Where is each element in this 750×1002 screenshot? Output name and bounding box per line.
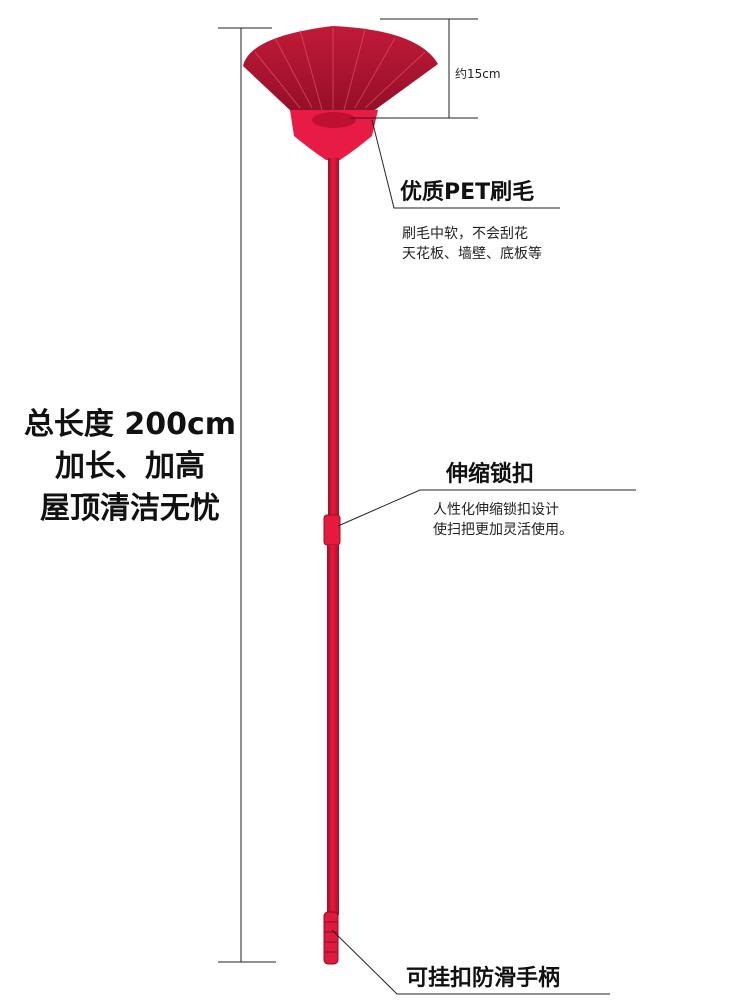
feature-desc-bristles: 刷毛中软，不会刮花 天花板、墙壁、底板等 (402, 226, 542, 262)
feature-title-handle: 可挂扣防滑手柄 (406, 966, 561, 991)
total-length-block: 总长度 200cm 加长、加高 屋顶清洁无忧 (20, 406, 240, 528)
total-length-line2: 加长、加高 (55, 449, 205, 484)
feature-desc-lock: 人性化伸缩锁扣设计 使扫把更加灵活使用。 (433, 502, 573, 538)
telescopic-lock (323, 514, 341, 546)
upper-pole (328, 158, 339, 523)
lower-pole (327, 545, 339, 915)
total-length-line3: 屋顶清洁无忧 (40, 491, 220, 526)
handle-grip (323, 911, 339, 965)
broom-base (290, 110, 378, 160)
feature-title-lock: 伸缩锁扣 (446, 462, 535, 487)
total-length-line1: 总长度 200cm (23, 407, 237, 442)
head-height-label: 约15cm (455, 67, 501, 81)
feature-title-bristles: 优质PET刷毛 (400, 180, 535, 205)
